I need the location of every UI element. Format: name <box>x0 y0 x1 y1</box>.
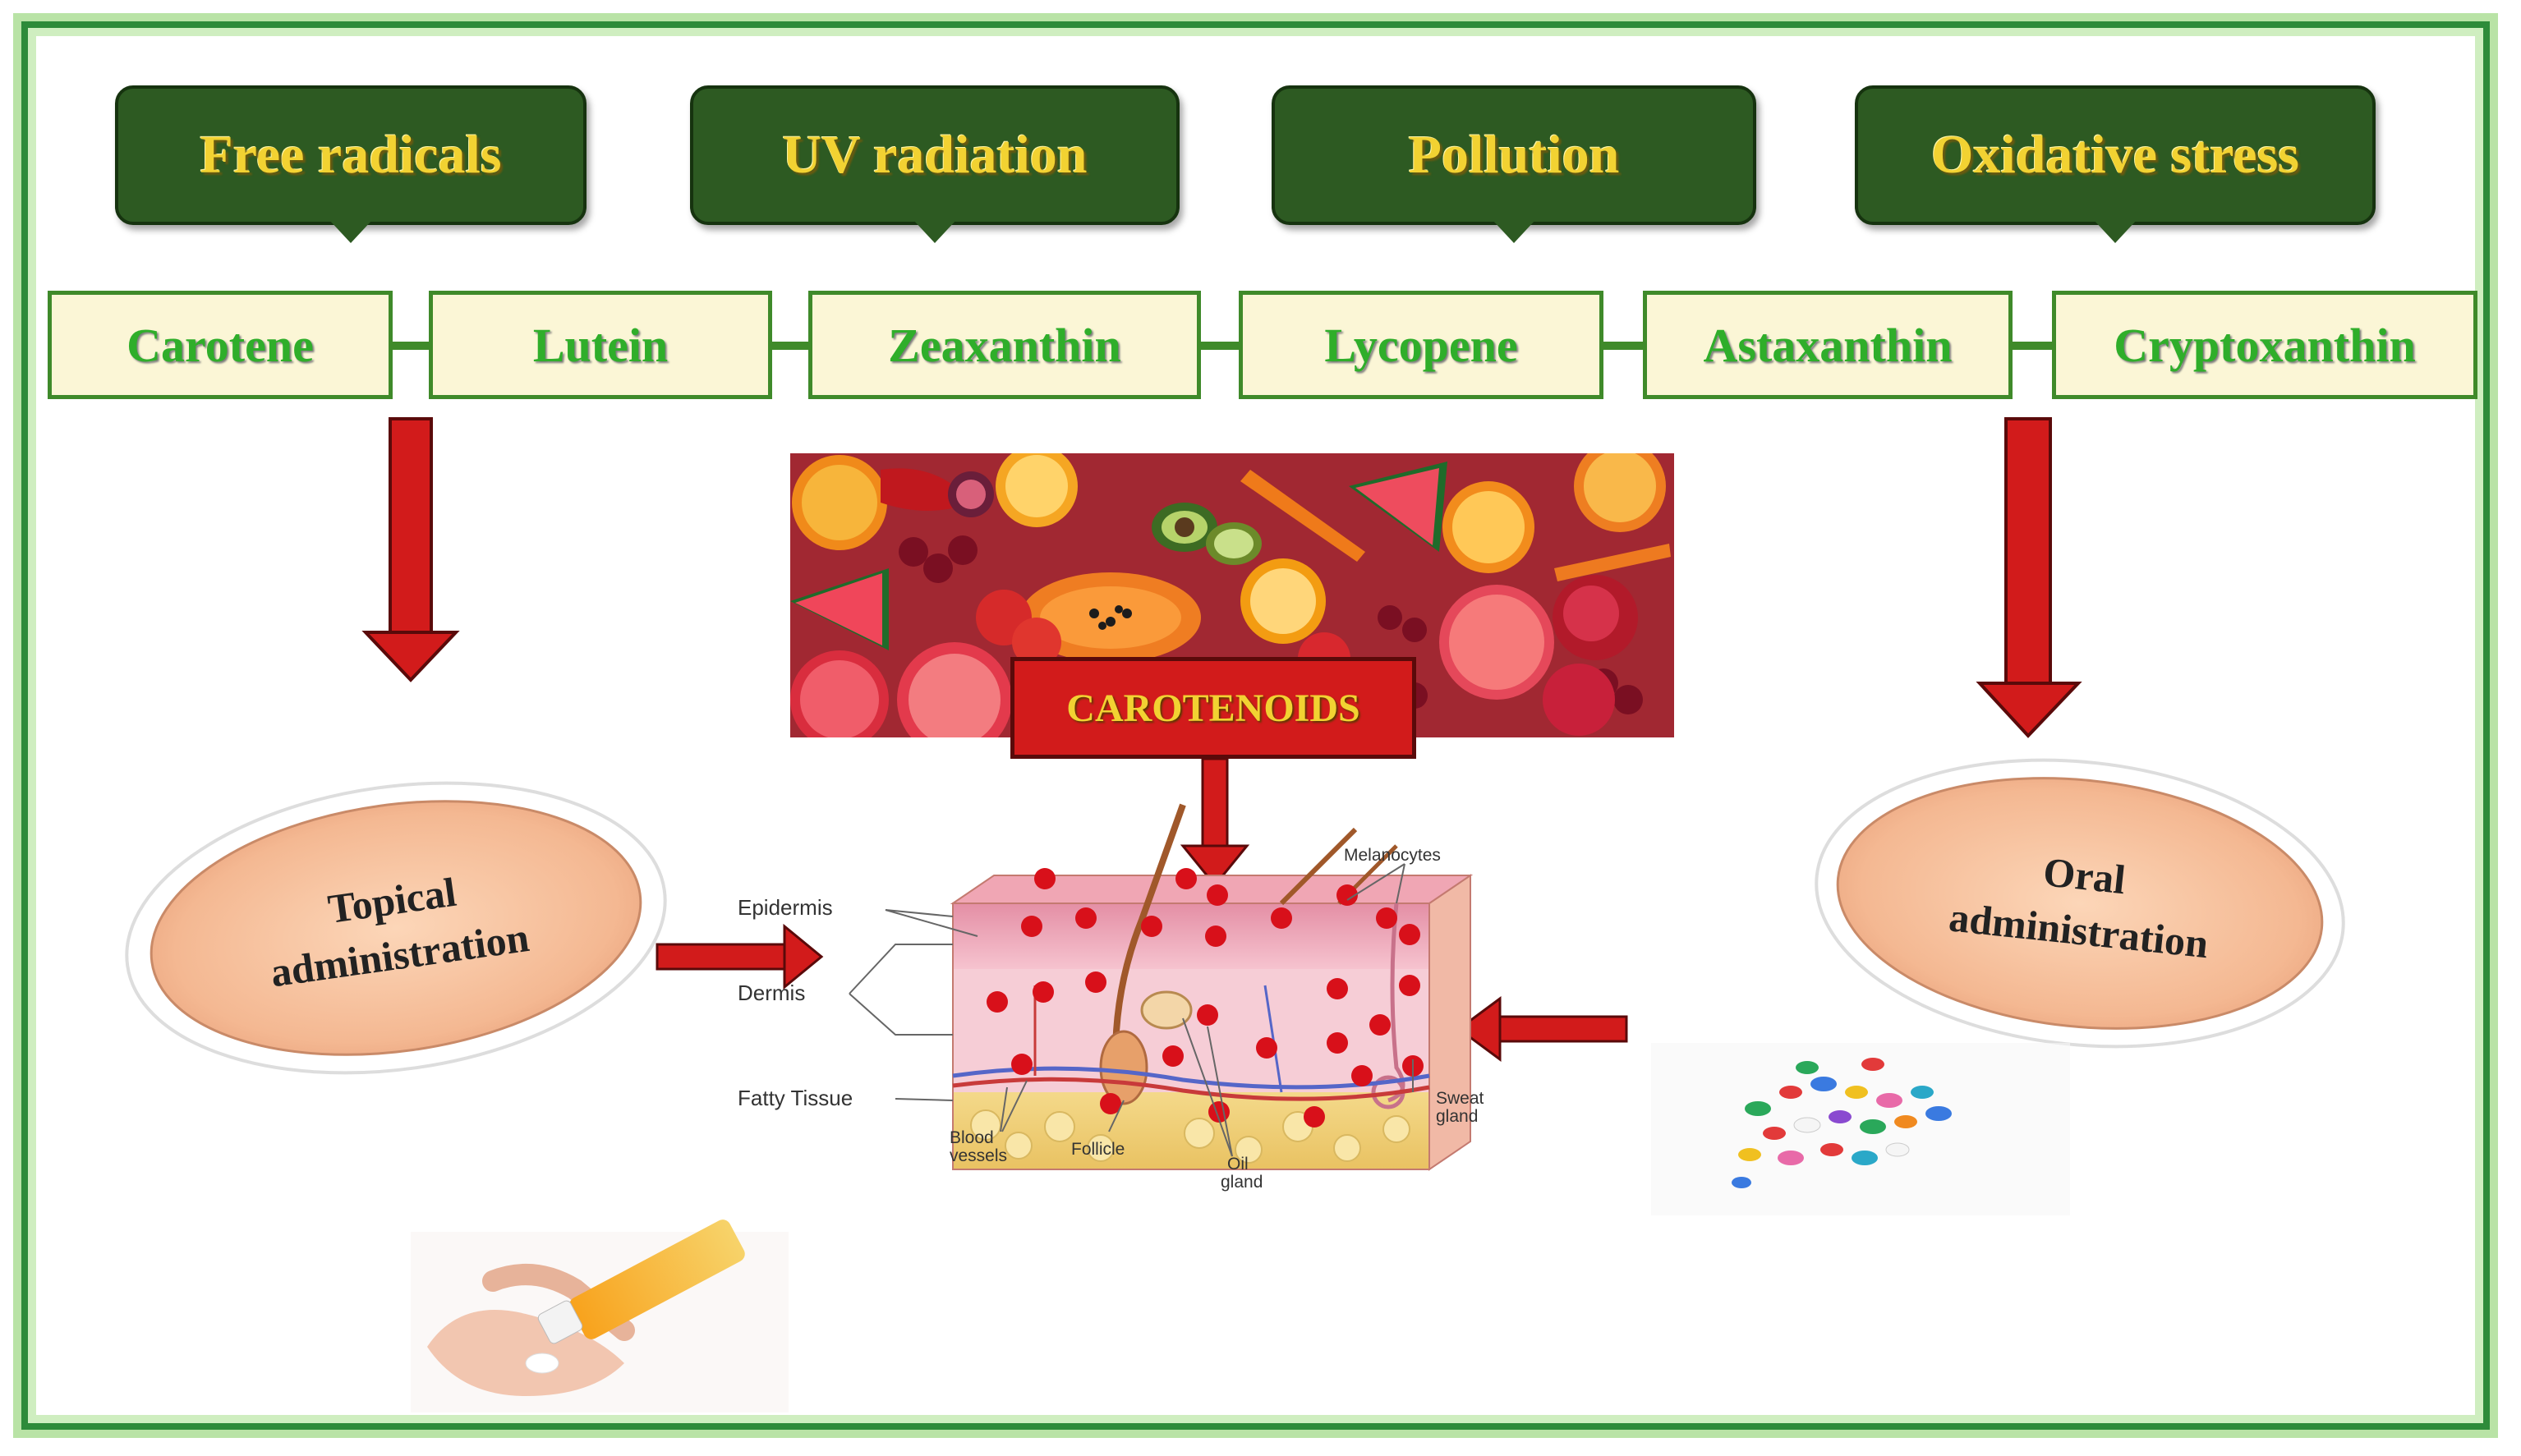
label-oil-gland-line2: gland <box>1221 1173 1263 1192</box>
connector-line <box>2011 342 2054 350</box>
stressor-free-radicals: Free radicals <box>115 85 587 243</box>
stressor-oxidative-stress: Oxidative stress <box>1855 85 2376 243</box>
callout-tail <box>1493 220 1535 243</box>
connector-line <box>391 342 430 350</box>
fruit-vegetable-image <box>790 453 1674 737</box>
stressor-label: Pollution <box>1408 125 1620 185</box>
label-blood-vessels-line1: Blood <box>950 1128 994 1147</box>
stressor-pollution: Pollution <box>1272 85 1756 243</box>
stressor-label: Free radicals <box>200 125 502 185</box>
carotenoid-lycopene: Lycopene <box>1239 291 1603 399</box>
carotenoid-label: Cryptoxanthin <box>2114 318 2416 372</box>
stressor-label: Oxidative stress <box>1931 125 2299 185</box>
label-sweat-gland-line1: Sweat <box>1436 1089 1484 1108</box>
connector-line <box>1602 342 1645 350</box>
callout-tail <box>913 220 956 243</box>
pills-image <box>1651 1043 2070 1215</box>
carotenoid-astaxanthin: Astaxanthin <box>1643 291 2013 399</box>
carotenoid-label: Astaxanthin <box>1703 318 1953 372</box>
label-dermis: Dermis <box>738 981 805 1005</box>
connector-line <box>771 342 810 350</box>
stressor-label: UV radiation <box>782 125 1088 185</box>
carotenoid-label: Carotene <box>127 318 314 372</box>
arrow-down-left <box>361 417 460 682</box>
label-melanocytes: Melanocytes <box>1344 846 1441 865</box>
carotenoid-lutein: Lutein <box>429 291 772 399</box>
skin-cross-section: Epidermis Dermis Fatty Tissue Melanocyte… <box>738 803 1484 1192</box>
oral-oval <box>1815 758 2345 1049</box>
carotenoid-cryptoxanthin: Cryptoxanthin <box>2052 291 2477 399</box>
carotenoids-title: CAROTENOIDS <box>1010 657 1416 759</box>
carotenoid-label: Zeaxanthin <box>888 318 1121 372</box>
label-blood-vessels-line2: vessels <box>950 1146 1007 1165</box>
hand-cream-image <box>411 1219 789 1412</box>
callout-tail <box>2094 220 2137 243</box>
label-fatty-tissue: Fatty Tissue <box>738 1086 853 1110</box>
label-sweat-gland-line2: gland <box>1436 1107 1478 1126</box>
carotenoids-title-text: CAROTENOIDS <box>1066 686 1360 730</box>
arrow-left-oral <box>1456 996 1628 1062</box>
callout-tail <box>329 220 372 243</box>
label-follicle: Follicle <box>1071 1140 1125 1159</box>
arrow-down-right <box>1976 417 2082 738</box>
label-epidermis: Epidermis <box>738 895 833 920</box>
carotenoid-carotene: Carotene <box>48 291 393 399</box>
carotenoid-label: Lutein <box>532 318 669 372</box>
topical-oval <box>125 781 667 1075</box>
stressor-uv-radiation: UV radiation <box>690 85 1180 243</box>
label-oil-gland-line1: Oil <box>1227 1155 1249 1174</box>
carotenoid-zeaxanthin: Zeaxanthin <box>808 291 1201 399</box>
arrow-right-topical <box>656 923 824 990</box>
carotenoid-label: Lycopene <box>1324 318 1518 372</box>
arrow-down-center <box>1180 757 1250 888</box>
connector-line <box>1199 342 1239 350</box>
